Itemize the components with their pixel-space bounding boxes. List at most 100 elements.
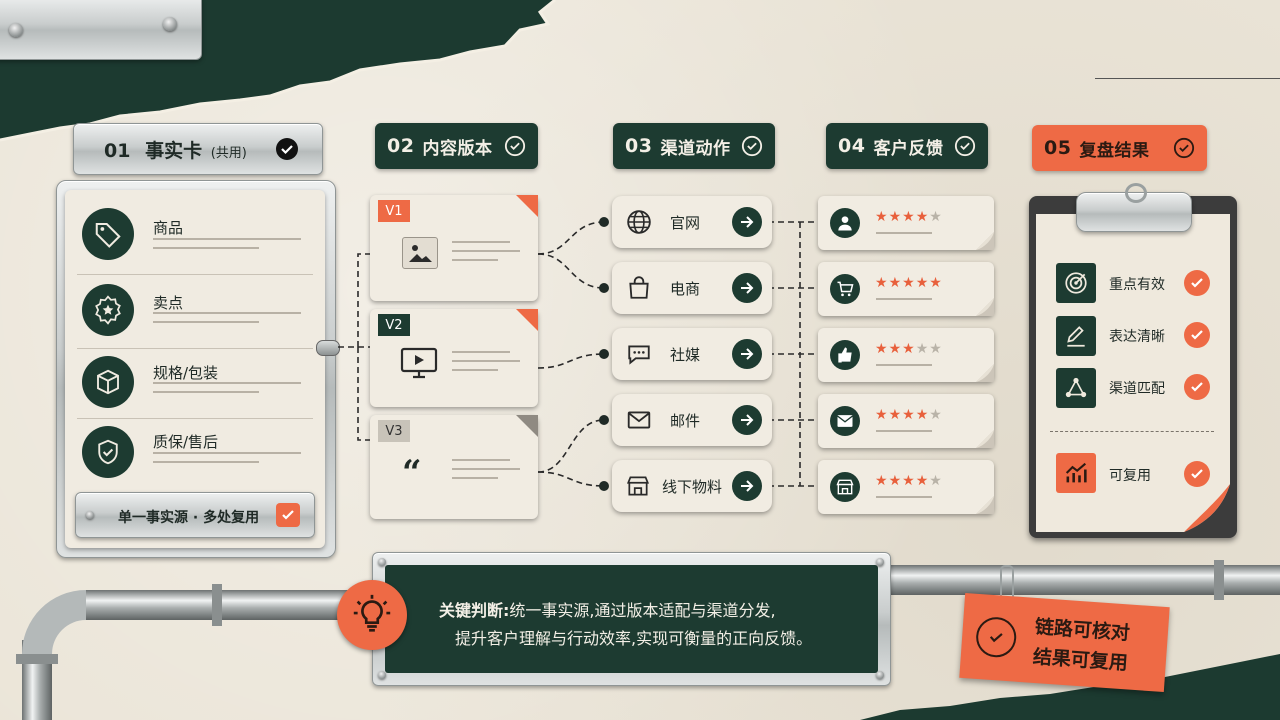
placeholder-line (452, 468, 520, 470)
placeholder-line (452, 259, 498, 261)
feedback-card: ★★★★★ (818, 262, 994, 316)
star-filled-icon: ★ (902, 209, 916, 225)
review-header: 05 复盘结果 (1032, 125, 1207, 171)
placeholder-line (876, 496, 932, 498)
page-curl (976, 430, 994, 448)
review-item-label: 渠道匹配 (1109, 381, 1165, 397)
banner-lead: 关键判断: (439, 601, 510, 620)
version-tag: V3 (378, 420, 410, 442)
channel-card-social[interactable]: 社媒 (612, 328, 772, 380)
orange-check-icon (1184, 374, 1210, 400)
tag-line1: 链路可核对 (1034, 615, 1131, 645)
placeholder-line (452, 369, 498, 371)
arrow-right-icon (732, 471, 762, 501)
placeholder-line (876, 364, 932, 366)
dashed-divider (1050, 431, 1214, 432)
tag-icon (82, 208, 134, 260)
shopping-bag-icon (629, 276, 649, 299)
check-circle-icon (741, 135, 763, 157)
check-icon (276, 138, 298, 160)
banner-line2: 提升客户理解与行动效率,实现可衡量的正向反馈。 (455, 629, 813, 648)
star-empty-icon: ★ (929, 209, 943, 225)
video-icon (400, 347, 438, 379)
versions-header: 02 内容版本 (375, 123, 538, 169)
feedback-card: ★★★★★ (818, 328, 994, 382)
divider (77, 348, 313, 349)
placeholder-line (153, 391, 259, 393)
placeholder-line (452, 351, 510, 353)
banner-line1: 统一事实源,通过版本适配与渠道分发, (509, 601, 776, 620)
star-filled-icon: ★ (875, 407, 889, 423)
corner-fold (516, 195, 538, 217)
result-tag: 链路可核对 结果可复用 (959, 592, 1170, 693)
orange-check-icon (1184, 270, 1210, 296)
header-title: 复盘结果 (1079, 140, 1150, 161)
star-empty-icon: ★ (915, 341, 930, 357)
star-filled-icon: ★ (902, 407, 916, 423)
arrow-right-icon (732, 339, 762, 369)
placeholder-line (452, 459, 510, 461)
mail-icon (627, 411, 651, 429)
divider (77, 418, 313, 419)
arrow-right-icon (732, 207, 762, 237)
tag-line2: 结果可复用 (1032, 645, 1129, 675)
header-number: 01 (104, 140, 131, 162)
channel-card-website[interactable]: 官网 (612, 196, 772, 248)
star-filled-icon: ★ (888, 341, 903, 357)
star-filled-icon: ★ (915, 209, 930, 225)
star-filled-icon: ★ (902, 473, 916, 489)
target-icon (1056, 263, 1096, 303)
channel-card-email[interactable]: 邮件 (612, 394, 772, 446)
store-icon (626, 476, 650, 496)
check-circle-icon (504, 135, 526, 157)
star-filled-icon: ★ (902, 341, 916, 357)
judgement-banner: 关键判断:统一事实源,通过版本适配与渠道分发, 提升客户理解与行动效率,实现可衡… (372, 552, 891, 686)
feedback-card: ★★★★★ (818, 196, 994, 250)
screw (876, 558, 884, 566)
channel-card-offline[interactable]: 线下物料 (612, 460, 772, 512)
review-item-label: 重点有效 (1109, 277, 1165, 293)
star-empty-icon: ★ (929, 407, 943, 423)
channel-label: 线下物料 (662, 478, 723, 496)
star-filled-icon: ★ (902, 275, 916, 291)
orange-check-icon (1184, 461, 1210, 487)
star-filled-icon: ★ (875, 473, 889, 489)
star-rating: ★★★★★ (875, 407, 943, 423)
check-circle-icon (954, 135, 976, 157)
cart-icon (830, 274, 860, 304)
header-number: 03 (625, 135, 653, 157)
star-empty-icon: ★ (929, 341, 943, 357)
channel-label: 社媒 (670, 346, 701, 364)
clipboard-clip (1076, 183, 1192, 232)
placeholder-line (153, 247, 259, 249)
screw (876, 671, 884, 679)
version-tag: V1 (378, 200, 410, 222)
placeholder-line (452, 241, 510, 243)
arrow-right-icon (732, 405, 762, 435)
placeholder-line (153, 452, 301, 454)
header-number: 02 (387, 135, 415, 157)
star-filled-icon: ★ (929, 275, 943, 291)
fact-item-label: 卖点 (153, 294, 184, 312)
checkbox-icon (276, 503, 300, 527)
placeholder-line (876, 298, 932, 300)
orange-check-icon (1184, 322, 1210, 348)
fact-card: 商品 卖点 规格/包装 质保/售后 单一事实源 · 多处复用 (65, 190, 325, 548)
version-card-v2: V2 (370, 309, 538, 407)
header-title: 渠道动作 (660, 138, 731, 159)
channel-label: 官网 (670, 214, 701, 232)
feedback-header: 04 客户反馈 (826, 123, 988, 169)
divider (77, 274, 313, 275)
corner-fold (516, 415, 538, 437)
deco-line (1095, 78, 1280, 79)
star-rating: ★★★★★ (875, 341, 943, 357)
channel-card-ecommerce[interactable]: 电商 (612, 262, 772, 314)
placeholder-line (153, 238, 301, 240)
box-icon (82, 356, 134, 408)
fact-card-header: 01 事实卡 (共用) (73, 123, 323, 175)
fact-item-label: 质保/售后 (153, 433, 219, 451)
quote-icon: “ (402, 453, 422, 493)
header-title: 内容版本 (422, 138, 493, 159)
